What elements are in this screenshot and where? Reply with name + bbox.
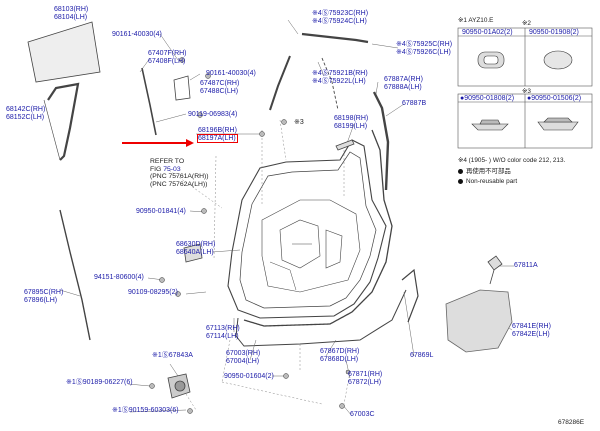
label-90119-06983: 90119-06983(4) — [188, 111, 238, 118]
label-90161-40030-a: 90161-40030(4) — [112, 31, 162, 38]
plug-icon — [543, 50, 573, 70]
legend-part-90950-01a02: 90950-01A02(2) — [462, 29, 513, 36]
clip-1-icon — [471, 123, 509, 131]
legend-reuse-jp: 再使用不可部品 — [458, 168, 511, 175]
label-67841e: 67841E(RH)67842E(LH) — [512, 323, 551, 338]
refer-fig-link[interactable]: 75-03 — [163, 165, 181, 173]
door-glass-shape — [27, 21, 101, 83]
legend-part-90950-01506: ●90950-01506(2) — [527, 95, 582, 102]
refer-note: REFER TO FIG 75-03 (PNC 75761A(RH)) (PNC… — [150, 158, 209, 188]
label-67003: 67003(RH)67004(LH) — [226, 350, 261, 365]
highlight-arrow — [122, 139, 194, 147]
label-67887a: 67887A(RH)67888A(LH) — [384, 76, 423, 91]
label-note3-marker: ※3 — [294, 119, 304, 126]
label-67895c: 67895C(RH)67896(LH) — [24, 289, 64, 304]
legend-part-90950-01808: ●90950-01808(2) — [460, 95, 515, 102]
service-hole-cover-shape — [445, 289, 513, 353]
legend-part-90950-01908: 90950-01908(2) — [529, 29, 579, 36]
legend-note4: ※4 (1905- ) W/O color code 212, 213. — [458, 157, 566, 164]
label-90950-01841: 90950-01841(4) — [136, 208, 186, 215]
label-67867d: 67867D(RH)67868D(LH) — [320, 348, 360, 363]
bracket-shape — [173, 75, 191, 101]
legend-note3-title: ※3 — [522, 88, 531, 95]
run-channel-shape — [141, 67, 157, 136]
non-reusable-bullet-icon — [458, 178, 463, 184]
legend-note1: ※1 AYZ10.E — [458, 17, 494, 24]
upper-molding-shape — [301, 32, 369, 44]
label-68103: 68103(RH)68104(LH) — [54, 6, 89, 21]
label-90189-06227: ※1Ⓢ90189-06227(6) — [66, 379, 133, 386]
non-reusable-bullet-icon — [458, 168, 463, 174]
label-90159-60303: ※1Ⓢ90159-60303(6) — [112, 407, 179, 414]
label-90109-08295: 90109-08295(2) — [128, 289, 178, 296]
label-68142c: 68142C(RH)68152C(LH) — [6, 106, 46, 121]
label-90161-40030-b: 90161-40030(4) — [206, 70, 256, 77]
label-68196b: 68196B(RH)68197A(LH) — [197, 127, 238, 144]
glass-run-channel-shape — [47, 82, 80, 161]
label-67843a: ※1Ⓢ67843A — [152, 352, 193, 359]
lower-channel-shape — [59, 209, 91, 341]
rear-molding-shape — [372, 91, 390, 191]
label-75925c: ※4Ⓢ75925C(RH)※4Ⓢ75926C(LH) — [396, 41, 453, 56]
label-67407f: 67407F(RH)67408F(LH) — [148, 50, 187, 65]
label-94151-80600: 94151-80600(4) — [94, 274, 144, 281]
label-68198: 68198(RH)68199(LH) — [334, 115, 369, 130]
legend-reuse-en: Non-reusable part — [458, 178, 517, 185]
diagram-id: 678286E — [558, 419, 585, 426]
label-67487c: 67487C(RH)67488C(LH) — [200, 80, 240, 95]
label-67003c: 67003C — [350, 411, 375, 418]
label-67113: 67113(RH)67114(LH) — [206, 325, 240, 340]
front-molding-shape — [269, 55, 291, 111]
label-75923c: ※4Ⓢ75923C(RH)※4Ⓢ75924C(LH) — [312, 10, 369, 25]
label-68630d: 68630D(RH)68640A(LH) — [176, 241, 216, 256]
seal-pad-shape — [335, 139, 355, 151]
highlighted-part-68197a: 68197A(LH) — [197, 133, 238, 144]
label-75921b: ※4Ⓢ75921B(RH)※4Ⓢ75922L(LH) — [312, 70, 368, 85]
clip-shape — [487, 255, 503, 271]
clip-2-icon — [537, 121, 579, 131]
label-67871: 67871(RH)67872(LH) — [348, 371, 383, 386]
label-67887b: 67887B — [402, 100, 427, 107]
label-67811a: 67811A — [514, 262, 538, 269]
door-frame-shape — [227, 139, 387, 319]
label-90950-01604: 90950-01604(2) — [224, 373, 274, 380]
label-67869l: 67869L — [410, 352, 434, 359]
legend-note2-title: ※2 — [522, 20, 531, 27]
weatherstrip-shape — [243, 129, 393, 327]
